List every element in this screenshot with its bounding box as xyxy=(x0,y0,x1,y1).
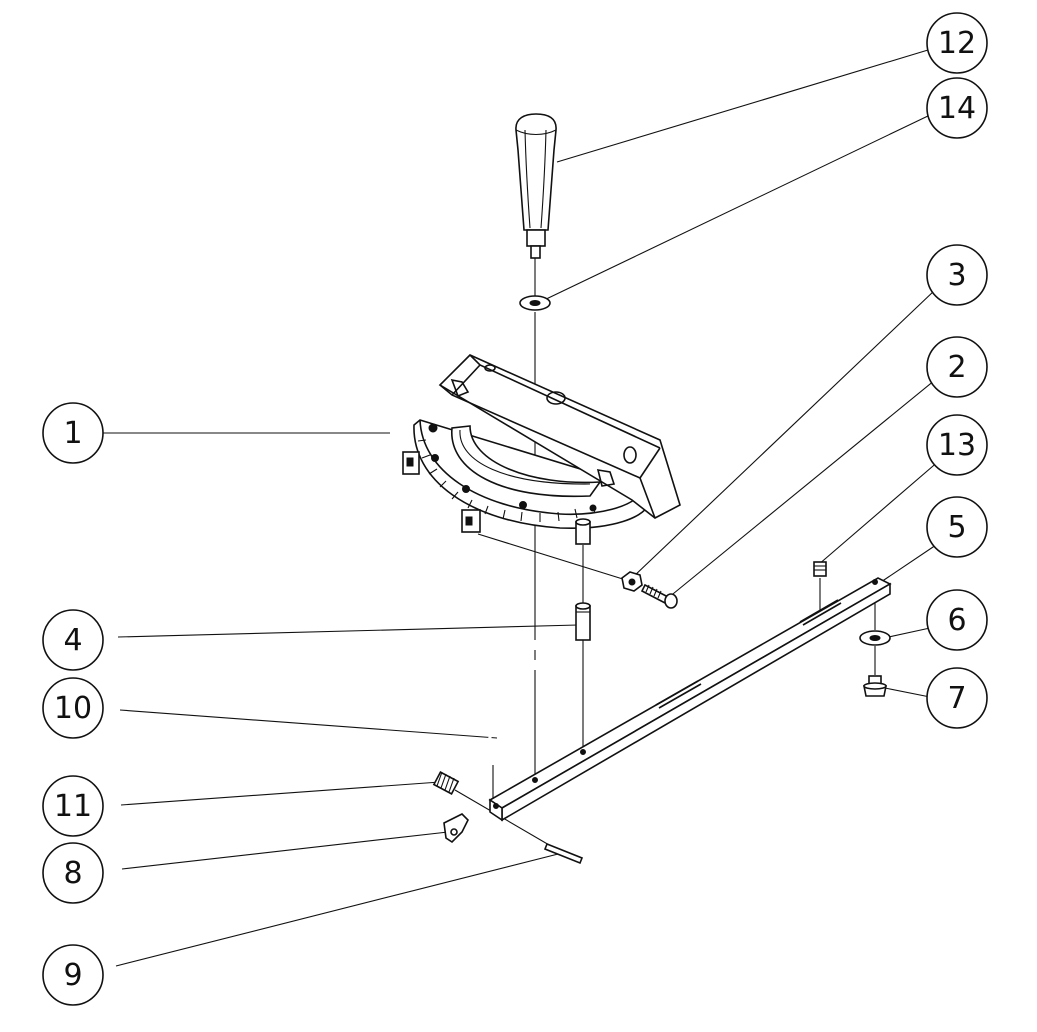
callout-11-label: 11 xyxy=(54,789,92,824)
leader-lines xyxy=(92,49,941,967)
callout-3: 3 xyxy=(926,244,988,306)
callout-13: 13 xyxy=(926,414,988,476)
callout-6: 6 xyxy=(926,589,988,651)
callout-6-label: 6 xyxy=(947,603,966,638)
callout-4-label: 4 xyxy=(63,623,82,658)
part-3-nut xyxy=(621,571,643,592)
callout-3-label: 3 xyxy=(947,258,966,293)
callout-8: 8 xyxy=(42,842,104,904)
assembly-axes xyxy=(454,258,876,857)
part-7-guide-button xyxy=(863,675,887,697)
part-12-handle xyxy=(515,113,557,259)
part-5-miter-bar xyxy=(488,577,892,822)
callout-11: 11 xyxy=(42,775,104,837)
callout-1: 1 xyxy=(42,402,104,464)
callout-5: 5 xyxy=(926,496,988,558)
part-6-washer xyxy=(859,630,891,646)
callout-2: 2 xyxy=(926,336,988,398)
callout-5-label: 5 xyxy=(947,510,966,545)
callout-14-label: 14 xyxy=(938,91,976,126)
callout-4: 4 xyxy=(42,609,104,671)
part-2-screw xyxy=(640,583,678,609)
part-8-stop-plate xyxy=(443,813,469,844)
part-9-shaft-pin xyxy=(543,842,584,865)
callout-10: 10 xyxy=(42,677,104,739)
part-10-bent-pin xyxy=(487,723,516,766)
part-4-stop-pin xyxy=(575,602,591,641)
callout-14: 14 xyxy=(926,77,988,139)
callout-9-label: 9 xyxy=(63,958,82,993)
callout-10-label: 10 xyxy=(54,691,92,726)
part-11-spring xyxy=(432,771,460,795)
callout-13-label: 13 xyxy=(938,428,976,463)
callout-12: 12 xyxy=(926,12,988,74)
callout-12-label: 12 xyxy=(938,26,976,61)
callout-1-label: 1 xyxy=(63,416,82,451)
part-13-set-screw xyxy=(813,561,827,577)
callout-8-label: 8 xyxy=(63,856,82,891)
part-1-miter-body xyxy=(402,354,681,545)
callout-2-label: 2 xyxy=(947,350,966,385)
callout-7-label: 7 xyxy=(947,681,966,716)
callout-9: 9 xyxy=(42,944,104,1006)
callout-7: 7 xyxy=(926,667,988,729)
part-14-washer xyxy=(519,295,551,311)
